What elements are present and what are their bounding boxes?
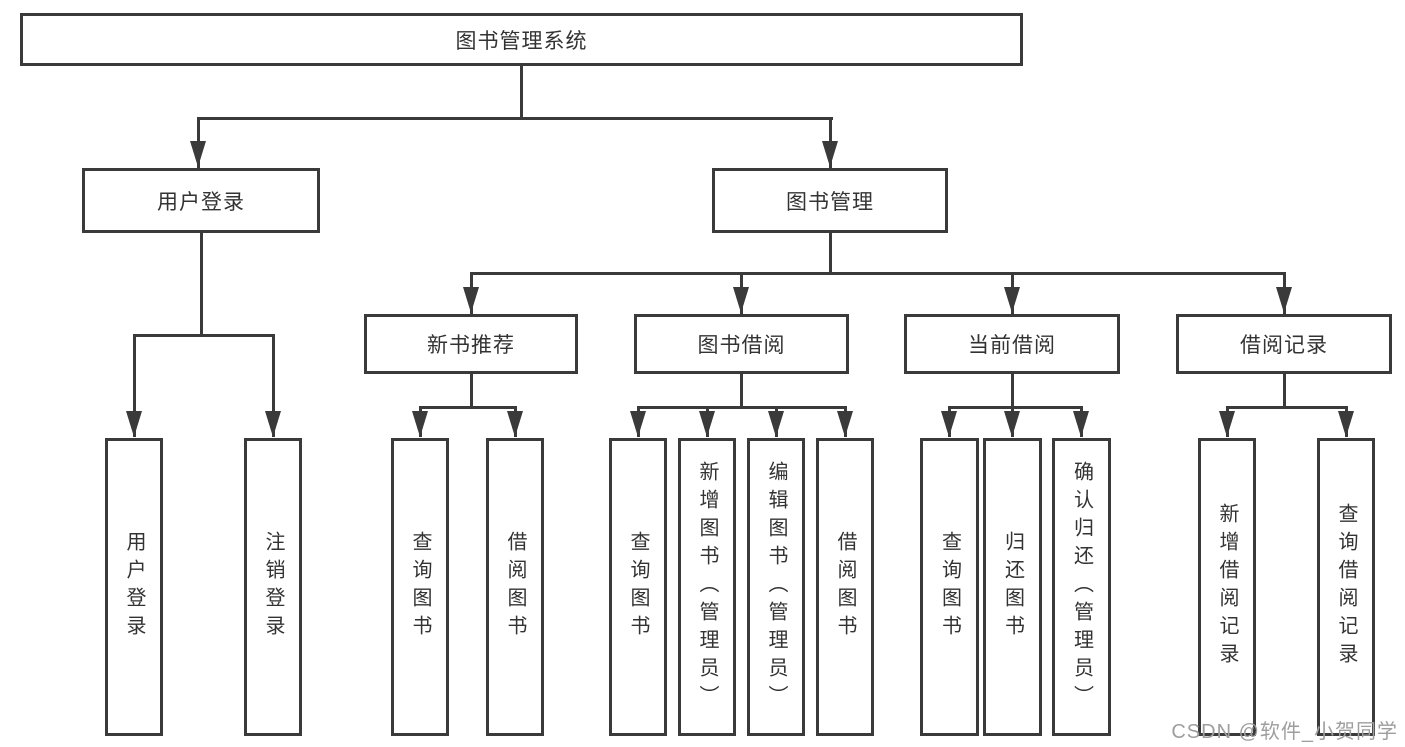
edge-borrow-records-rail — [1226, 406, 1347, 409]
leaf-user-login: 用户登录 — [105, 438, 163, 736]
arrowhead-leaf-borrow-books — [837, 411, 853, 437]
arrowhead-current-borrowing — [1004, 287, 1020, 313]
arrowhead-leaf-logout — [265, 411, 281, 437]
node-user-login: 用户登录 — [82, 168, 320, 233]
edge-book-management-stem — [829, 233, 832, 275]
leaf-query-books-recommend: 查询图书 — [391, 438, 449, 736]
node-new-book-recommend: 新书推荐 — [364, 314, 578, 374]
node-book-management: 图书管理 — [712, 168, 948, 233]
leaf-query-books-borrowing: 查询图书 — [609, 438, 667, 736]
node-borrow-records-label: 借阅记录 — [1240, 334, 1328, 357]
arrowhead-leaf-confirm-return — [1073, 411, 1089, 437]
edge-current-borrowing-rail — [948, 406, 1082, 409]
arrowhead-book-borrowing — [733, 287, 749, 313]
leaf-borrow-books: 借阅图书 — [816, 438, 874, 736]
arrowhead-leaf-add-record — [1219, 411, 1235, 437]
node-borrow-records: 借阅记录 — [1176, 314, 1392, 374]
node-root-label: 图书管理系统 — [455, 29, 588, 53]
arrowhead-book-management — [822, 141, 838, 167]
edge-borrow-records-stem — [1283, 373, 1286, 409]
edge-user-login-stem — [200, 233, 203, 337]
leaf-return-books: 归还图书 — [983, 438, 1042, 736]
arrowhead-leaf-query-record — [1338, 411, 1354, 437]
edge-new-book-recommend-stem — [470, 373, 473, 409]
node-current-borrowing-label: 当前借阅 — [968, 334, 1056, 357]
node-current-borrowing: 当前借阅 — [904, 314, 1120, 374]
edge-root-stem — [520, 66, 523, 118]
edge-drop-leaf-logout — [272, 334, 275, 437]
arrowhead-leaf-add-books — [699, 411, 715, 437]
edge-book-borrowing-stem — [740, 373, 743, 409]
edge-new-book-recommend-rail — [419, 406, 517, 409]
edge-drop-leaf-user-login — [133, 334, 136, 437]
node-book-borrowing: 图书借阅 — [634, 314, 849, 374]
leaf-borrow-books-recommend: 借阅图书 — [486, 438, 544, 736]
arrowhead-leaf-borrow-recommend — [507, 411, 523, 437]
node-book-borrowing-label: 图书借阅 — [697, 334, 786, 357]
leaf-edit-books-admin: 编辑图书（管理员） — [747, 438, 805, 736]
leaf-logout: 注销登录 — [244, 438, 302, 736]
node-root: 图书管理系统 — [20, 13, 1023, 66]
node-new-book-recommend-label: 新书推荐 — [427, 334, 515, 357]
arrowhead-leaf-user-login — [126, 411, 142, 437]
edge-root-rail — [197, 117, 833, 120]
arrowhead-user-login — [190, 141, 206, 167]
arrowhead-leaf-query-borrowing — [630, 411, 646, 437]
leaf-add-books-admin: 新增图书（管理员） — [678, 438, 736, 736]
node-user-login-label: 用户登录 — [157, 190, 245, 214]
arrowhead-new-book-recommend — [463, 287, 479, 313]
arrowhead-leaf-edit-books — [768, 411, 784, 437]
leaf-add-borrow-record: 新增借阅记录 — [1198, 438, 1256, 736]
arrowhead-leaf-return-books — [1004, 411, 1020, 437]
edge-book-borrowing-rail — [637, 406, 846, 409]
edge-current-borrowing-stem — [1011, 373, 1014, 409]
arrowhead-leaf-query-current — [941, 411, 957, 437]
node-book-management-label: 图书管理 — [786, 190, 874, 214]
arrowhead-borrow-records — [1276, 287, 1292, 313]
leaf-query-books-current: 查询图书 — [920, 438, 979, 736]
edge-user-login-rail — [133, 334, 274, 337]
arrowhead-leaf-query-recommend — [412, 411, 428, 437]
csdn-watermark: CSDN @软件_小贺同学 — [1171, 721, 1398, 743]
leaf-query-borrow-record: 查询借阅记录 — [1317, 438, 1375, 736]
leaf-confirm-return-admin: 确认归还（管理员） — [1052, 438, 1111, 736]
edge-book-management-rail — [470, 272, 1286, 275]
